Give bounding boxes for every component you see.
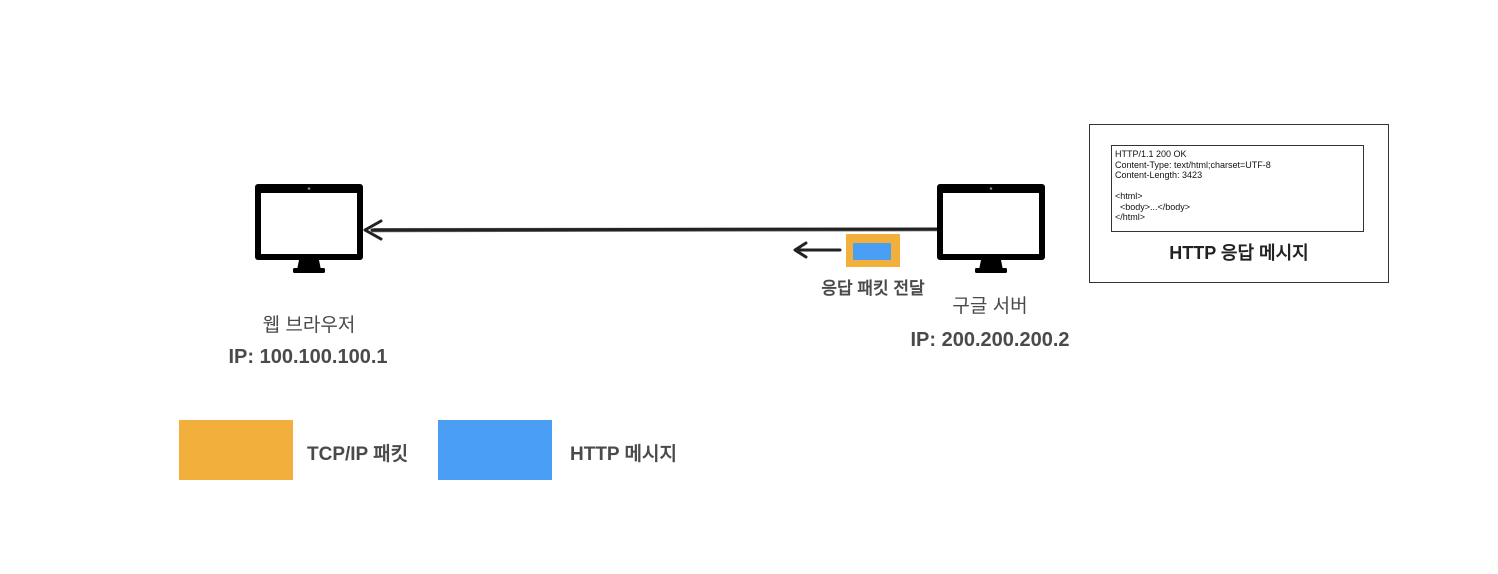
- http-response-message-panel: HTTP/1.1 200 OK Content-Type: text/html;…: [1089, 124, 1389, 283]
- http-response-title: HTTP 응답 메시지: [1169, 243, 1309, 263]
- main-arrow-line: [370, 227, 939, 233]
- main-arrow-head: [363, 219, 383, 241]
- packet-label: 응답 패킷 전달: [821, 279, 925, 298]
- http-message-block: [853, 243, 891, 260]
- legend-swatch-http: [438, 420, 552, 480]
- server-monitor-icon: [937, 184, 1045, 273]
- http-response-content: HTTP/1.1 200 OK Content-Type: text/html;…: [1111, 145, 1364, 232]
- server-name: 구글 서버: [952, 296, 1028, 317]
- client-name: 웹 브라우저: [262, 315, 356, 336]
- legend-swatch-tcp-ip: [179, 420, 293, 480]
- packet-arrow: [793, 241, 842, 259]
- server-ip: IP: 200.200.200.2: [910, 329, 1070, 351]
- legend-label-http: HTTP 메시지: [570, 444, 677, 465]
- legend-label-tcp-ip: TCP/IP 패킷: [307, 444, 409, 465]
- client-monitor-icon: [255, 184, 363, 273]
- client-ip: IP: 100.100.100.1: [228, 346, 388, 368]
